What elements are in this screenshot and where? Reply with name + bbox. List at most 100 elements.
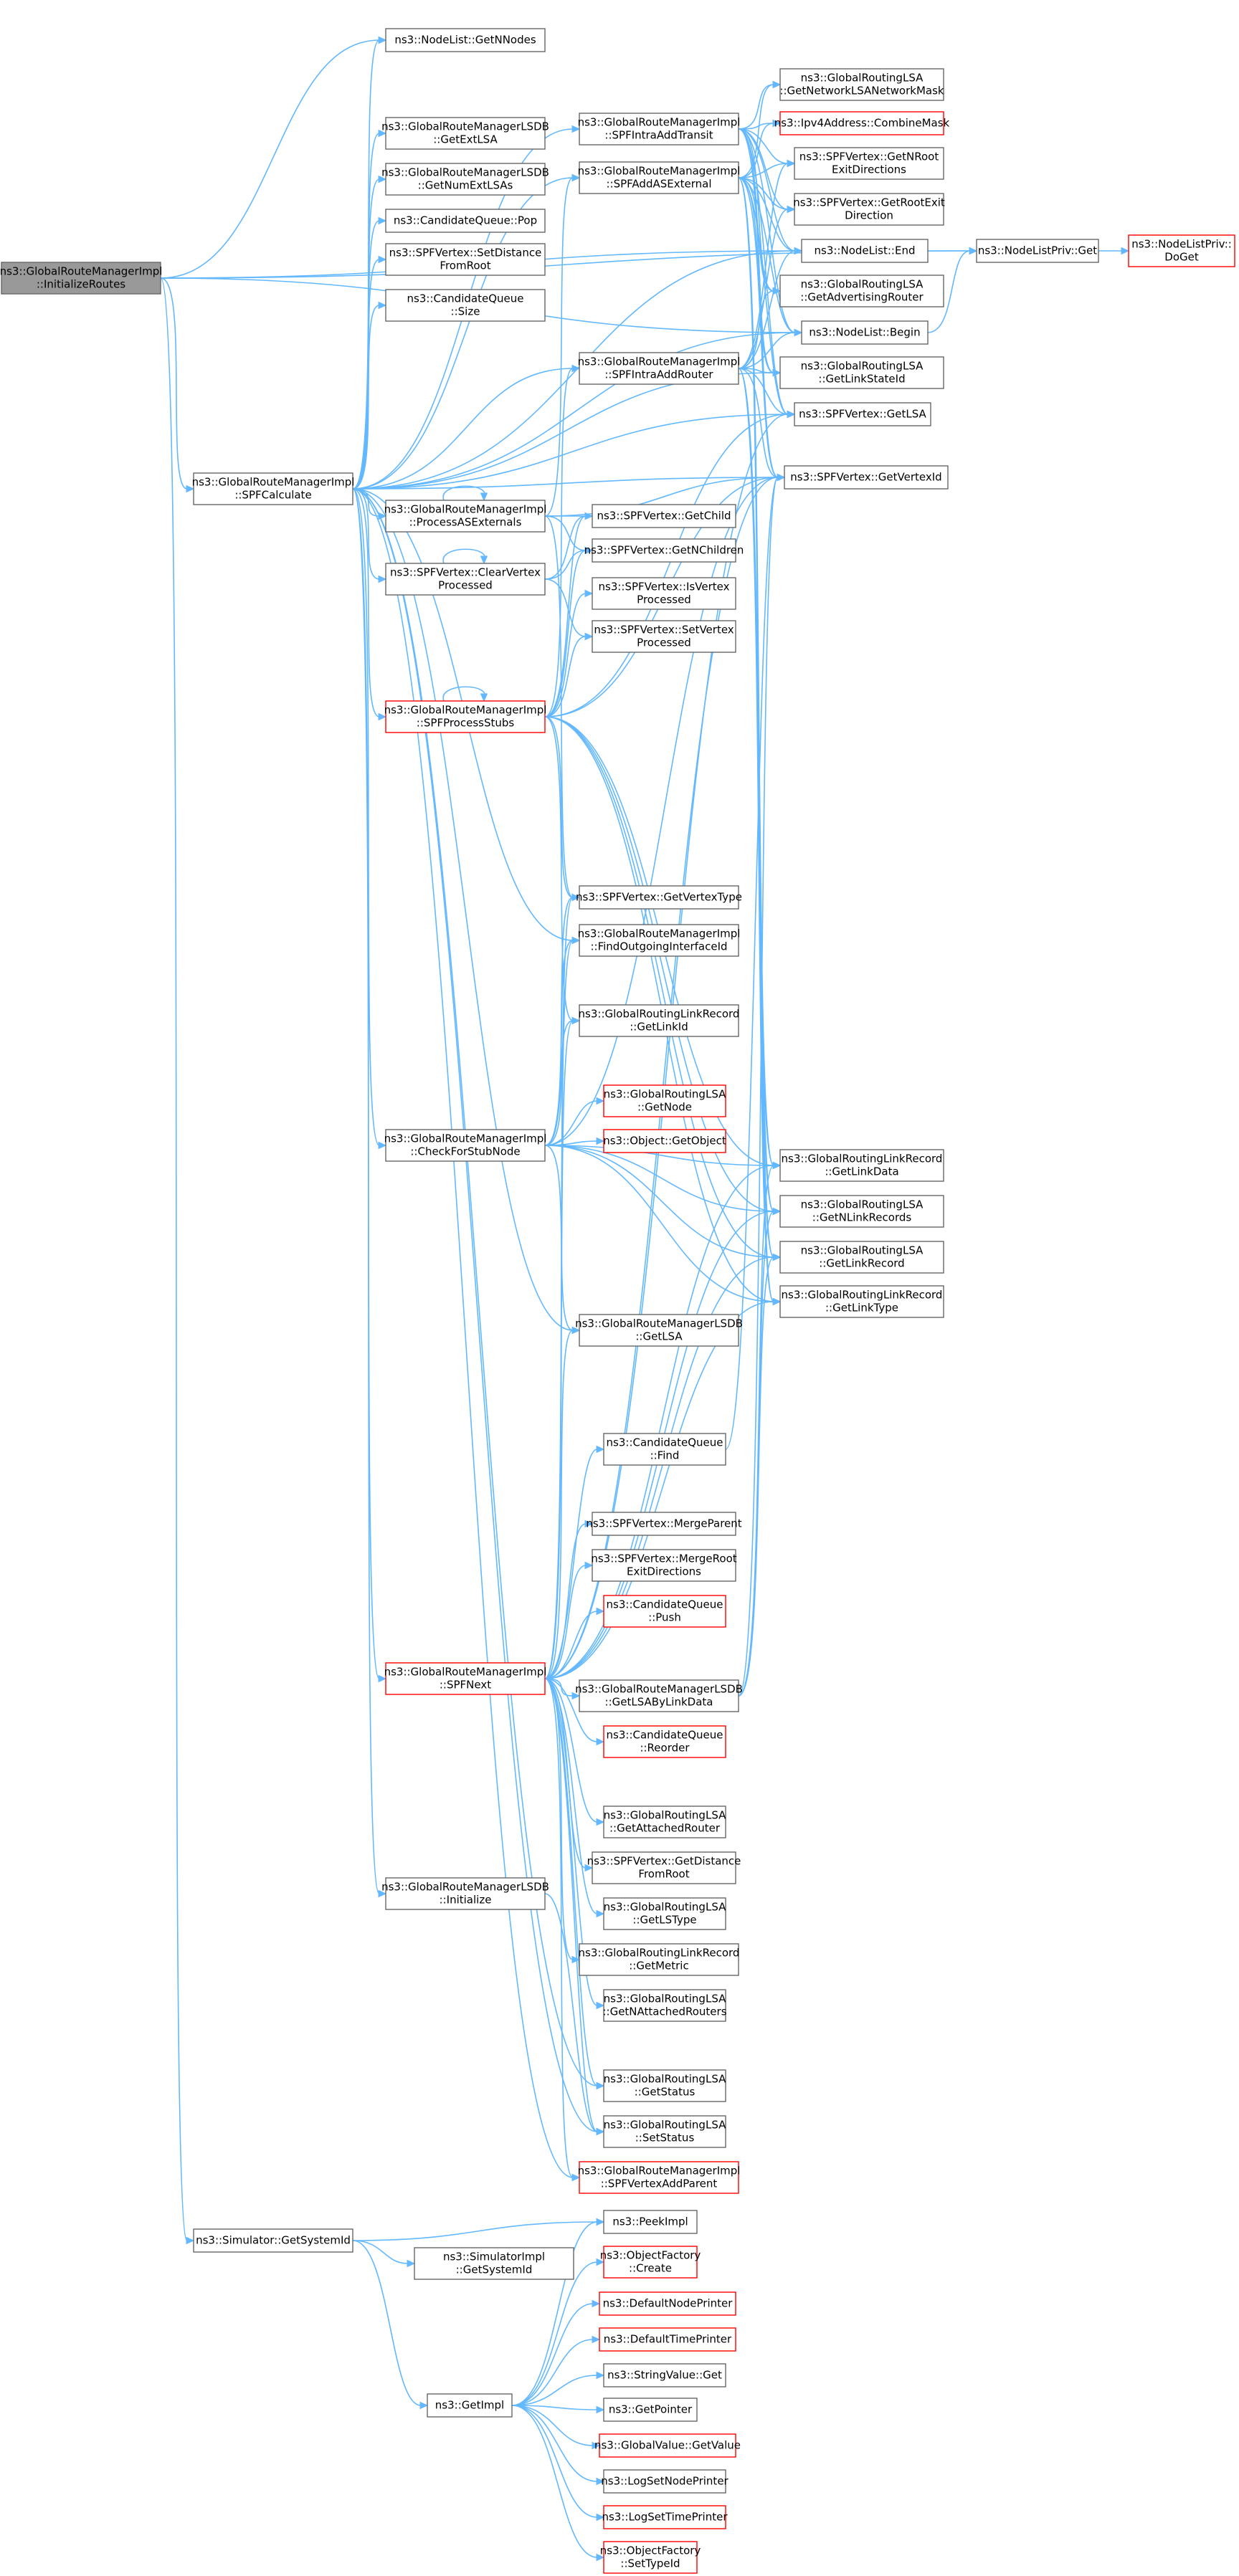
node-lsa-getattached[interactable]: ns3::GlobalRoutingLSA::GetAttachedRouter [603,1805,726,1838]
edge-getimpl-to-defnodeprinter [511,2303,594,2406]
edge-spfnext-to-lsdb-getlsa [544,1330,574,1679]
node-intrarouter[interactable]: ns3::GlobalRouteManagerImpl::SPFIntraAdd… [578,352,741,385]
node-deftimeprinter[interactable]: ns3::DefaultTimePrinter [599,2327,736,2352]
node-lsdb-getextlsa[interactable]: ns3::GlobalRouteManagerLSDB::GetExtLSA [381,117,549,150]
node-label: ::GetNLinkRecords [812,1211,912,1224]
node-peekimpl[interactable]: ns3::PeekImpl [603,2210,698,2234]
node-label: ns3::CandidateQueue [607,1729,723,1742]
edge-arrowhead [378,301,387,310]
node-simimpl-getsysid[interactable]: ns3::SimulatorImpl::GetSystemId [414,2247,574,2280]
node-label: ns3::DefaultTimePrinter [604,2333,732,2346]
edge-intratransit-to-v-getrootexit [738,128,789,210]
edge-getimpl-to-getpointer [511,2405,598,2410]
node-defnodeprinter[interactable]: ns3::DefaultNodePrinter [599,2291,736,2316]
node-lr-getlinkdata[interactable]: ns3::GlobalRoutingLinkRecord::GetLinkDat… [779,1149,944,1182]
node-nl-end[interactable]: ns3::NodeList::End [801,239,929,263]
node-box [779,1149,944,1182]
node-lsdb-getbylink[interactable]: ns3::GlobalRouteManagerLSDB::GetLSAByLin… [575,1679,743,1712]
edge-intrarouter-to-lsa-getlinkstateid [738,368,774,373]
node-v-getvertexid[interactable]: ns3::SPFVertex::GetVertexId [784,465,949,490]
node-nlpriv-get[interactable]: ns3::NodeListPriv::Get [976,239,1099,263]
node-v-getnchildren[interactable]: ns3::SPFVertex::GetNChildren [584,538,744,563]
edge-arrowhead [571,893,581,902]
node-intratransit[interactable]: ns3::GlobalRouteManagerImpl::SPFIntraAdd… [578,113,741,146]
node-cq-find[interactable]: ns3::CandidateQueue::Find [603,1433,726,1466]
node-box [603,2210,698,2234]
edge-checkstub-to-lsa-getnlinkrecords [544,1145,774,1212]
node-v-mergeparent[interactable]: ns3::SPFVertex::MergeParent [586,1512,742,1536]
node-v-getchild[interactable]: ns3::SPFVertex::GetChild [592,504,736,528]
node-label: ns3::SPFVertex::GetNRoot [799,151,939,163]
node-box [1,262,161,295]
edge-intrarouter-to-lsa-getadvrouter [738,290,774,369]
node-addasext[interactable]: ns3::GlobalRouteManagerImpl::SPFAddASExt… [578,161,741,194]
node-lsa-getstatus[interactable]: ns3::GlobalRoutingLSA::GetStatus [603,2069,726,2102]
node-logsettime[interactable]: ns3::LogSetTimePrinter [602,2505,728,2529]
node-lsa-getlinkrecord[interactable]: ns3::GlobalRoutingLSA::GetLinkRecord [779,1241,944,1274]
node-getnnodes[interactable]: ns3::NodeList::GetNNodes [385,28,546,52]
node-lsa-getnattached[interactable]: ns3::GlobalRoutingLSA::GetNAttachedRoute… [602,1989,727,2022]
node-gv-getvalue[interactable]: ns3::GlobalValue::GetValue [594,2433,741,2458]
edge-getimpl-to-peekimpl [511,2221,598,2406]
node-nl-begin[interactable]: ns3::NodeList::Begin [801,320,929,345]
node-logsetnode[interactable]: ns3::LogSetNodePrinter [601,2469,729,2494]
node-getimpl[interactable]: ns3::GetImpl [427,2393,513,2418]
node-cq-pop[interactable]: ns3::CandidateQueue::Pop [385,209,546,233]
node-lsa-getlstype[interactable]: ns3::GlobalRoutingLSA::GetLSType [603,1897,726,1930]
node-strvalue-get[interactable]: ns3::StringValue::Get [603,2363,726,2387]
node-label: ns3::CandidateQueue::Pop [394,214,537,227]
node-procasext[interactable]: ns3::GlobalRouteManagerImpl::ProcessASEx… [384,500,547,533]
node-procstubs[interactable]: ns3::GlobalRouteManagerImpl::SPFProcessS… [384,700,547,733]
node-spfcalc[interactable]: ns3::GlobalRouteManagerImpl::SPFCalculat… [192,472,355,505]
node-lsdb-init[interactable]: ns3::GlobalRouteManagerLSDB::Initialize [381,1877,549,1910]
node-label: ns3::GlobalRouteManagerImpl [384,704,547,717]
edge-spfnext-to-v-getlsa [544,414,789,1679]
edge-arrowhead [571,936,581,945]
node-lsdb-getlsa[interactable]: ns3::GlobalRouteManagerLSDB::GetLSA [575,1314,743,1347]
node-box [599,2327,736,2352]
node-cq-reorder[interactable]: ns3::CandidateQueue::Reorder [603,1725,726,1758]
node-obj-getobject[interactable]: ns3::Object::GetObject [603,1129,726,1153]
node-box [579,1943,739,1976]
node-findout[interactable]: ns3::GlobalRouteManagerImpl::FindOutgoin… [578,924,741,957]
node-lsa-getnlinkrecords[interactable]: ns3::GlobalRoutingLSA::GetNLinkRecords [779,1195,944,1228]
edge-arrowhead [378,216,387,225]
edge-arrowhead [596,2477,605,2486]
edge-spfcalc-to-intrarouter [352,368,574,490]
node-v-getvtype[interactable]: ns3::SPFVertex::GetVertexType [576,885,742,910]
node-sim-getsysid[interactable]: ns3::Simulator::GetSystemId [193,2228,353,2253]
node-v-getlsa[interactable]: ns3::SPFVertex::GetLSA [794,402,931,426]
node-spfnext[interactable]: ns3::GlobalRouteManagerImpl::SPFNext [384,1662,547,1695]
node-nlpriv-doget[interactable]: ns3::NodeListPriv::DoGet [1128,234,1235,267]
node-lsa-getlinkstateid[interactable]: ns3::GlobalRoutingLSA::GetLinkStateId [779,356,944,389]
node-root[interactable]: ns3::GlobalRouteManagerImpl::InitializeR… [0,262,162,295]
node-lr-getlinkid[interactable]: ns3::GlobalRoutingLinkRecord::GetLinkId [579,1004,740,1037]
edge-getimpl-to-gv-getvalue [511,2405,594,2446]
node-lr-getlinktype[interactable]: ns3::GlobalRoutingLinkRecord::GetLinkTyp… [779,1285,944,1318]
node-box [385,500,546,533]
node-lr-getmetric[interactable]: ns3::GlobalRoutingLinkRecord::GetMetric [579,1943,740,1976]
node-cq-push[interactable]: ns3::CandidateQueue::Push [603,1595,726,1628]
node-of-settypeid[interactable]: ns3::ObjectFactory::SetTypeId [600,2541,701,2574]
node-ipv4-combine[interactable]: ns3::Ipv4Address::CombineMask [774,111,950,135]
node-of-create[interactable]: ns3::ObjectFactory::Create [600,2246,701,2279]
node-label: ::GetLinkType [825,1302,898,1315]
node-checkstub[interactable]: ns3::GlobalRouteManagerImpl::CheckForStu… [384,1129,547,1162]
node-lsa-getadvrouter[interactable]: ns3::GlobalRoutingLSA::GetAdvertisingRou… [779,275,944,307]
node-box [794,402,931,426]
node-cq-size[interactable]: ns3::CandidateQueue::Size [385,289,546,322]
node-lsa-getnetmask[interactable]: ns3::GlobalRoutingLSA::GetNetworkLSANetw… [779,68,944,101]
node-vaddparent[interactable]: ns3::GlobalRouteManagerImpl::SPFVertexAd… [578,2161,741,2194]
node-lsa-setstatus[interactable]: ns3::GlobalRoutingLSA::SetStatus [603,2115,726,2148]
node-getpointer[interactable]: ns3::GetPointer [603,2398,698,2422]
node-lsa-getnode[interactable]: ns3::GlobalRoutingLSA::GetNode [603,1084,726,1117]
node-lsdb-getnumext[interactable]: ns3::GlobalRouteManagerLSDB::GetNumExtLS… [381,163,549,196]
